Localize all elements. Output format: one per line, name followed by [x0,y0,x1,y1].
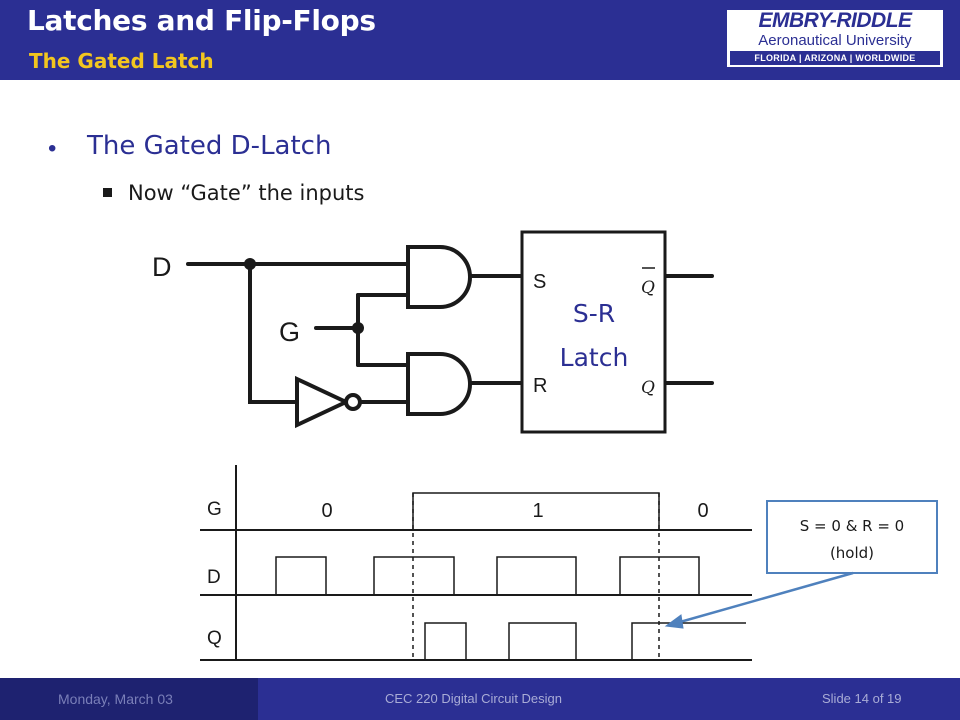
timing-label-d: D [207,567,221,588]
footer-date: Monday, March 03 [0,678,258,720]
slide-header: Latches and Flip-Flops The Gated Latch E… [0,0,960,80]
gated-d-latch-diagram: D G S R S-R Latch Q Q G D Q 0 1 0 S = 0 … [152,230,938,661]
g-level-during: 1 [532,500,543,522]
hold-callout [766,500,938,574]
inverter-gate [295,375,351,429]
slide-footer: Monday, March 03 CEC 220 Digital Circuit… [0,678,960,720]
q-waveform [236,622,746,661]
input-g-label: G [279,317,300,347]
and-gate-bottom [406,352,472,416]
logo-campuses: FLORIDA | ARIZONA | WORLDWIDE [730,51,940,65]
g-waveform [412,492,660,530]
circuit-wires [186,262,714,404]
bullet-dot-icon: • [48,135,57,162]
square-bullet-icon [103,188,112,197]
callout-line2: (hold) [830,544,874,562]
bullet-main: The Gated D-Latch [87,131,332,161]
callout-arrow-head [664,614,684,629]
latch-q-label: Q [641,378,655,398]
g-level-before: 0 [321,500,332,522]
footer-course: CEC 220 Digital Circuit Design [385,691,563,706]
timing-label-q: Q [207,628,222,649]
logo-university: Aeronautical University [758,32,912,49]
junction-dots [244,258,364,334]
junction-g [352,322,364,334]
sub-bullet: Now “Gate” the inputs [128,181,365,205]
timing-label-g: G [207,499,222,520]
slide-title: Latches and Flip-Flops [27,4,376,37]
university-logo: EMBRY-RIDDLE Aeronautical University FLO… [727,10,943,67]
latch-title-line1: S-R [573,299,615,328]
sr-latch-box [520,230,667,434]
logo-name: EMBRY-RIDDLE [758,9,912,32]
footer-slide-number: Slide 14 of 19 [822,691,902,706]
junction-d [244,258,256,270]
slide-subtitle: The Gated Latch [29,49,214,73]
callout-arrow-line [679,571,854,624]
latch-title-line2: Latch [560,343,629,372]
and-gate-top [406,245,472,309]
timing-grid [200,465,752,661]
callout-line1: S = 0 & R = 0 [800,517,904,535]
d-waveform [236,556,752,596]
latch-r-label: R [533,375,547,397]
latch-qbar-label: Q [641,278,655,298]
timing-waveforms [236,492,752,661]
input-d-label: D [152,252,172,282]
latch-s-label: S [533,271,546,293]
inverter-bubble [344,393,362,411]
g-level-after: 0 [697,500,708,522]
